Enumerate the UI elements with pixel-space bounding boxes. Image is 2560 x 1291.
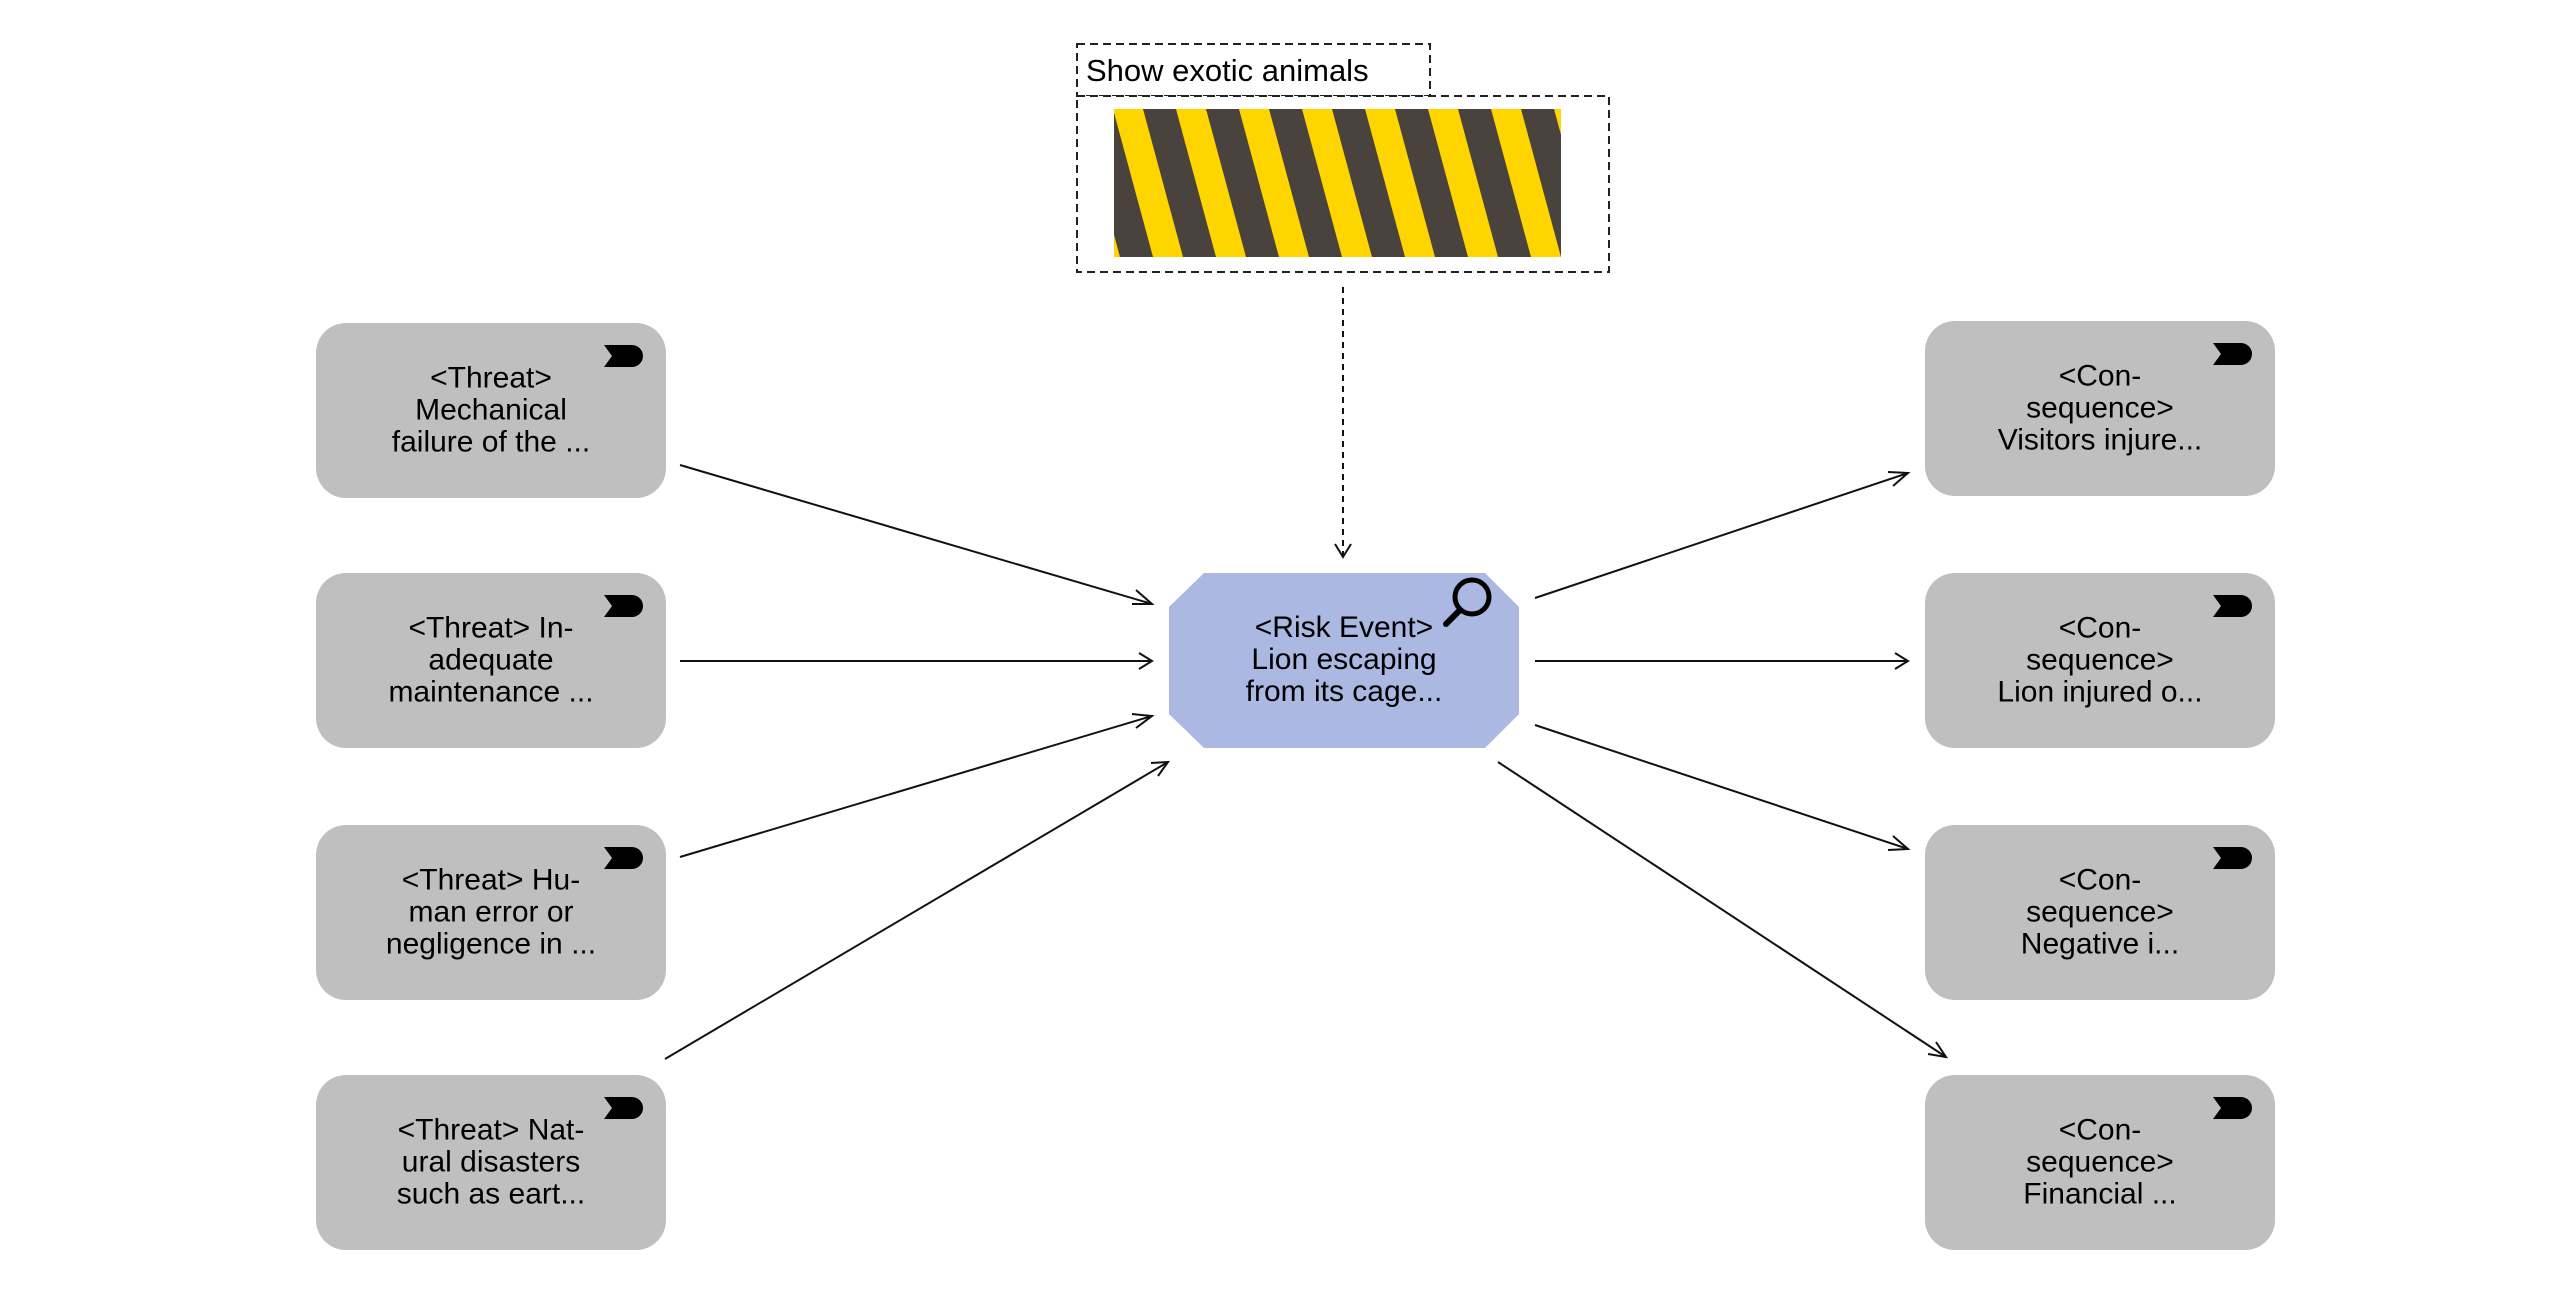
consequence-node-4[interactable]: <Con-sequence>Financial ... xyxy=(1925,1075,2275,1250)
hazard-stripes-image xyxy=(1114,109,1561,257)
risk-event-line-1: <Risk Event> xyxy=(1255,611,1433,644)
hazard-stripe-5 xyxy=(1395,109,1468,257)
hazard-stripe-6 xyxy=(1458,109,1531,257)
threat-node-shape[interactable] xyxy=(316,1075,666,1250)
threat-node-4-line-2: ural disasters xyxy=(402,1146,580,1179)
threat-node-2[interactable]: <Threat> In-adequatemaintenance ... xyxy=(316,573,666,748)
threat-node-shape[interactable] xyxy=(316,573,666,748)
consequence-node-4-line-3: Financial ... xyxy=(2023,1178,2176,1211)
threat-node-1-line-2: Mechanical xyxy=(415,394,567,427)
consequence-node-1-line-3: Visitors injure... xyxy=(1998,424,2203,457)
consequence-node-shape[interactable] xyxy=(1925,573,2275,748)
threat-connector-4 xyxy=(664,761,1169,1060)
hazard-title-box[interactable] xyxy=(1076,43,1431,97)
threat-connector-1 xyxy=(679,464,1153,605)
hazard-stripe-1 xyxy=(1143,109,1216,257)
consequence-connector-1-arrowhead xyxy=(1887,471,1911,487)
threat-connector-3-arrowhead xyxy=(1131,713,1155,729)
threat-node-1-line-1: <Threat> xyxy=(430,362,552,395)
hazard-stripe-2 xyxy=(1206,109,1279,257)
hazard-connector-arrowhead xyxy=(1334,543,1352,559)
tag-icon[interactable] xyxy=(604,595,643,617)
consequence-node-shape[interactable] xyxy=(1925,825,2275,1000)
threat-node-3-line-1: <Threat> Hu- xyxy=(402,864,580,897)
hazard-stripe-4 xyxy=(1332,109,1405,257)
hazard-stripe-3 xyxy=(1269,109,1342,257)
hazard-title: Show exotic animals xyxy=(1086,53,1369,88)
threat-connector-1-arrowhead xyxy=(1132,589,1155,605)
consequence-connector-3-arrowhead xyxy=(1887,835,1911,851)
consequence-node-shape[interactable] xyxy=(1925,321,2275,496)
consequence-node-1-line-1: <Con- xyxy=(2059,360,2142,393)
hazard-stripe-0 xyxy=(1114,112,1153,257)
threat-connector-4-arrowhead xyxy=(1150,760,1171,777)
consequence-node-1-line-2: sequence> xyxy=(2026,392,2174,425)
consequence-node-4-line-2: sequence> xyxy=(2026,1146,2174,1179)
threat-connector-3 xyxy=(679,715,1153,858)
threat-connector-2-arrowhead xyxy=(1138,652,1154,670)
consequence-node-3[interactable]: <Con-sequence>Negative i... xyxy=(1925,825,2275,1000)
tag-icon[interactable] xyxy=(2213,343,2252,365)
tag-icon[interactable] xyxy=(2213,1097,2252,1119)
threat-node-1-line-3: failure of the ... xyxy=(392,426,590,459)
consequence-node-shape[interactable] xyxy=(1925,1075,2275,1250)
threat-node-3-line-3: negligence in ... xyxy=(386,928,596,961)
threat-node-3-line-2: man error or xyxy=(408,896,573,929)
consequence-node-2-line-2: sequence> xyxy=(2026,644,2174,677)
risk-event-line-2: Lion escaping xyxy=(1251,643,1436,676)
magnifier-icon[interactable] xyxy=(1443,577,1492,627)
consequence-node-2-line-3: Lion injured o... xyxy=(1997,676,2202,709)
consequence-connector-4-arrowhead xyxy=(1927,1041,1949,1059)
consequence-node-1[interactable]: <Con-sequence>Visitors injure... xyxy=(1925,321,2275,496)
threat-node-shape[interactable] xyxy=(316,323,666,498)
threat-node-2-line-2: adequate xyxy=(428,644,553,677)
consequence-connector-3 xyxy=(1534,724,1909,850)
consequence-node-3-line-2: sequence> xyxy=(2026,896,2174,929)
consequence-node-4-line-1: <Con- xyxy=(2059,1114,2142,1147)
hazard-group[interactable]: Show exotic animals xyxy=(1076,43,1657,273)
risk-event-node[interactable]: <Risk Event> Lion escaping from its cage… xyxy=(1169,573,1519,748)
consequence-connector-4 xyxy=(1497,761,1947,1058)
tag-icon[interactable] xyxy=(604,1097,643,1119)
threat-node-4-line-1: <Threat> Nat- xyxy=(398,1114,585,1147)
connectors xyxy=(664,287,1949,1060)
hazard-stripe-7 xyxy=(1521,109,1561,257)
consequence-node-2-line-1: <Con- xyxy=(2059,612,2142,645)
consequence-node-3-line-3: Negative i... xyxy=(2021,928,2179,961)
threat-node-4-line-3: such as eart... xyxy=(397,1178,585,1211)
threat-node-2-line-1: <Threat> In- xyxy=(408,612,573,645)
risk-event-line-3: from its cage... xyxy=(1246,675,1443,708)
tag-icon[interactable] xyxy=(2213,847,2252,869)
risk-event-shape[interactable] xyxy=(1169,573,1519,748)
threat-node-shape[interactable] xyxy=(316,825,666,1000)
consequence-connector-1 xyxy=(1534,472,1909,599)
consequence-connector-2-arrowhead xyxy=(1894,652,1910,670)
tag-icon[interactable] xyxy=(604,847,643,869)
threat-node-2-line-3: maintenance ... xyxy=(388,676,593,709)
consequence-node-2[interactable]: <Con-sequence>Lion injured o... xyxy=(1925,573,2275,748)
tag-icon[interactable] xyxy=(604,345,643,367)
tag-icon[interactable] xyxy=(2213,595,2252,617)
consequence-node-3-line-1: <Con- xyxy=(2059,864,2142,897)
